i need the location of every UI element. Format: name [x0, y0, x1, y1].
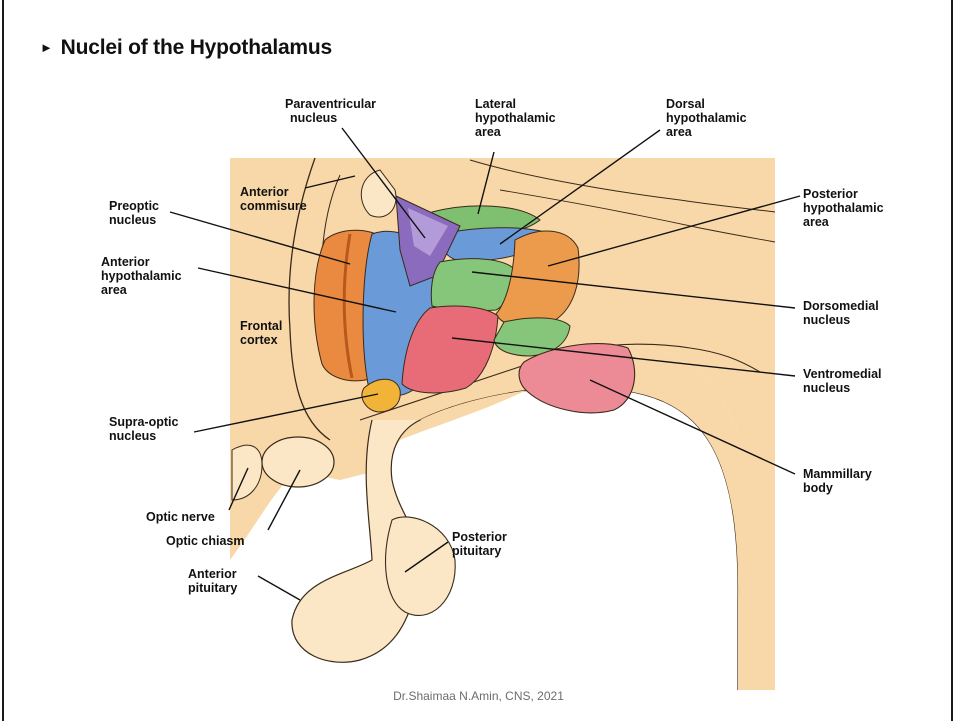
posterior-pituitary-shape: [386, 517, 456, 616]
label-optic-chiasm: Optic chiasm: [166, 534, 245, 548]
anatomy-illustration: [230, 158, 775, 690]
leader-anterior-pituitary: [258, 576, 300, 600]
label-optic-nerve: Optic nerve: [146, 510, 215, 524]
optic-chiasm-shape: [262, 437, 334, 487]
slide-footer: Dr.Shaimaa N.Amin, CNS, 2021: [0, 689, 957, 703]
